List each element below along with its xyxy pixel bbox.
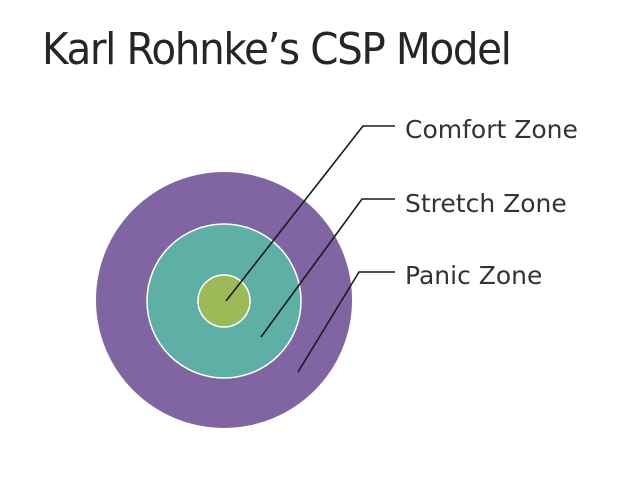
panic-zone-leader-line [297, 271, 395, 373]
comfort-zone-leader-line [225, 125, 395, 302]
panic-zone-label: Panic Zone [405, 261, 542, 290]
stretch-zone-label: Stretch Zone [405, 189, 567, 218]
stretch-zone-leader-line [260, 198, 395, 338]
page-title: Karl Rohnke’s CSP Model [42, 24, 512, 75]
comfort-zone-circle [197, 274, 251, 328]
comfort-zone-label: Comfort Zone [405, 115, 578, 144]
